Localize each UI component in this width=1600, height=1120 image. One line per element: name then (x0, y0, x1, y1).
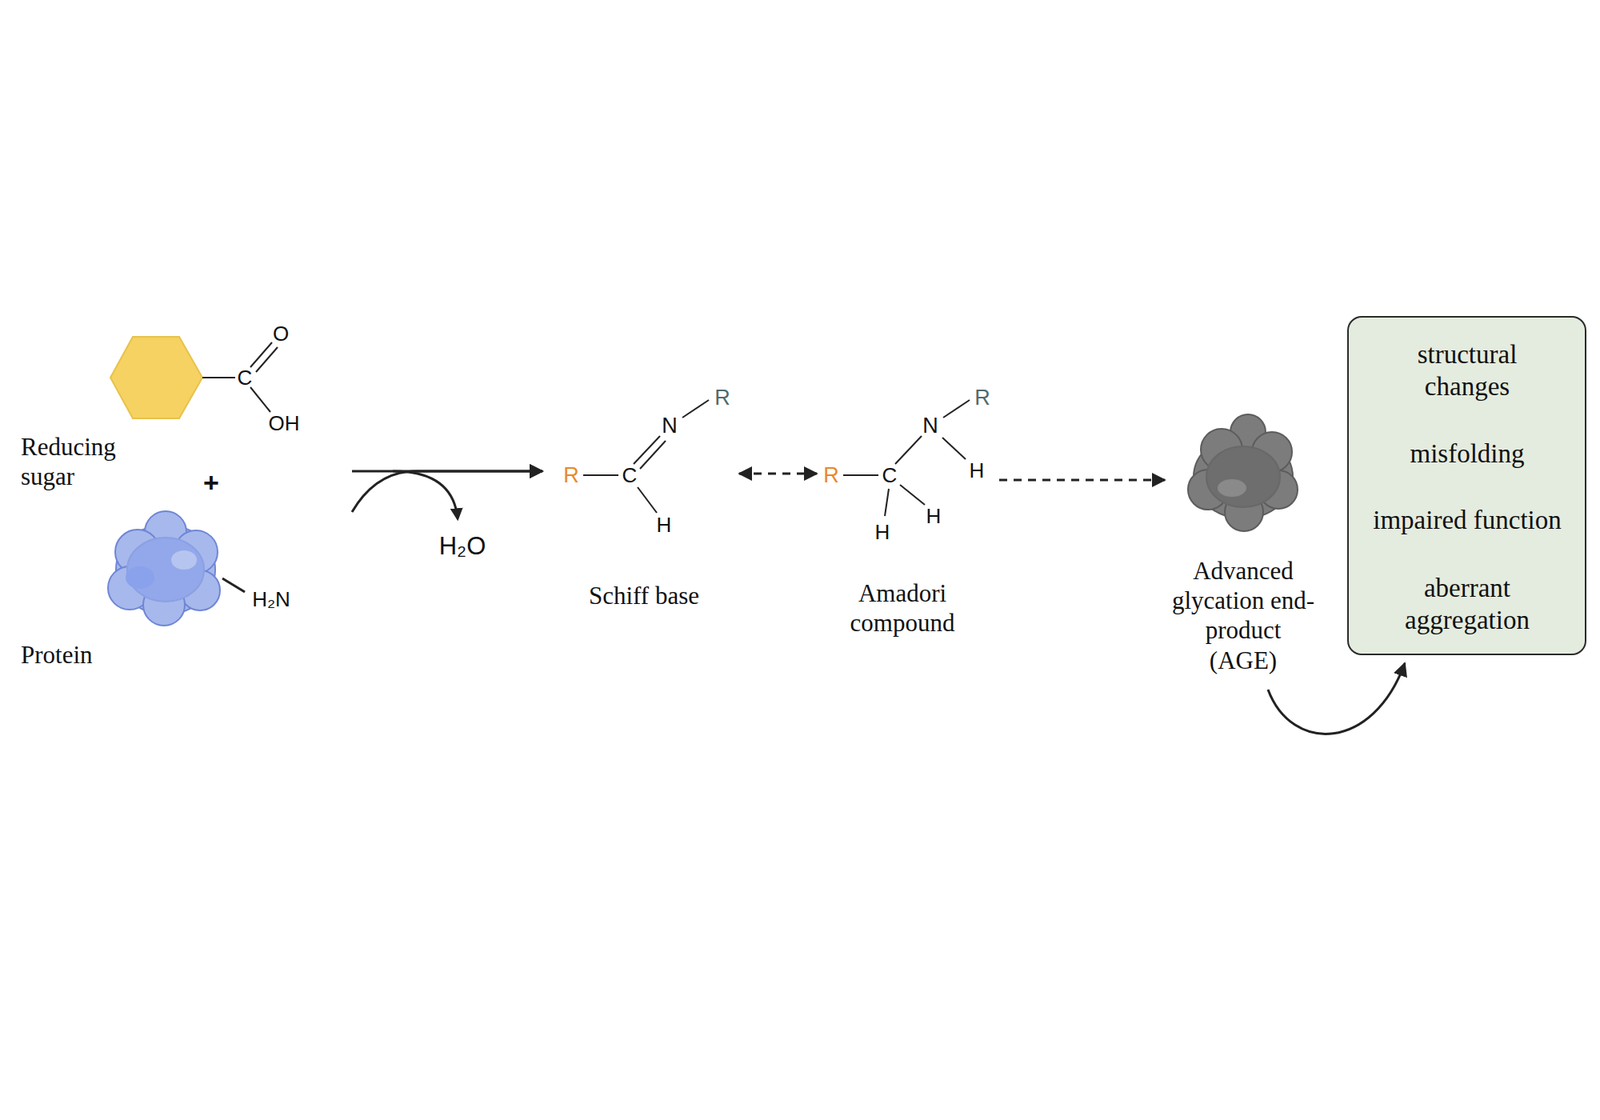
atom-label: H (656, 514, 672, 536)
node-label: Schiff base (556, 580, 732, 611)
effect-text: aberrant aggregation (1371, 572, 1564, 636)
node-label: Reducing sugar (20, 432, 141, 492)
dashed-arrow (739, 472, 817, 476)
age-blob (1188, 414, 1298, 532)
effect-text: impaired function (1351, 504, 1584, 537)
atom-label: H (875, 521, 891, 543)
plus-sign: + (203, 468, 220, 496)
atom-label: H (969, 460, 985, 481)
node-label: Protein (20, 640, 181, 670)
atom-label: O (272, 323, 289, 344)
atom-label: N (922, 415, 939, 437)
atom-label: N (661, 415, 678, 437)
atom-label: R (974, 387, 991, 409)
effects-box: structural changes misfolding impaired fun… (1347, 316, 1587, 656)
reactant-protein: Protein (16, 500, 352, 672)
amadori-compound: Amadori compound (820, 384, 996, 632)
atom-label: C (882, 464, 898, 486)
atom-label: R (714, 387, 731, 409)
effect-text: misfolding (1355, 438, 1580, 471)
schiff-base: Schiff base (552, 384, 736, 616)
reaction-arrow (352, 471, 543, 512)
reactant-sugar: Reducing sugar (16, 320, 352, 500)
atom-label: OH (268, 412, 300, 434)
atom-label: R (563, 464, 580, 487)
atom-label: C (237, 367, 253, 388)
dashed-arrow (999, 479, 1165, 482)
age-product: Advanced glycation end-product (AGE) (1168, 408, 1320, 680)
atom-label: H (926, 505, 942, 527)
atom-label: R (823, 464, 840, 487)
atom-label: H₂N (252, 588, 291, 610)
node-label: Amadori compound (834, 578, 971, 638)
water-arrow (392, 471, 458, 519)
atom-label: C (622, 464, 638, 486)
chemical-bonds (202, 342, 970, 592)
protein-blob (108, 511, 220, 626)
water-label: H₂O (439, 533, 487, 559)
node-label: Advanced glycation end-product (AGE) (1171, 556, 1316, 676)
effect-text: structural changes (1387, 339, 1548, 403)
reaction-arrow (1268, 663, 1405, 734)
sugar-hexagon (110, 336, 203, 419)
